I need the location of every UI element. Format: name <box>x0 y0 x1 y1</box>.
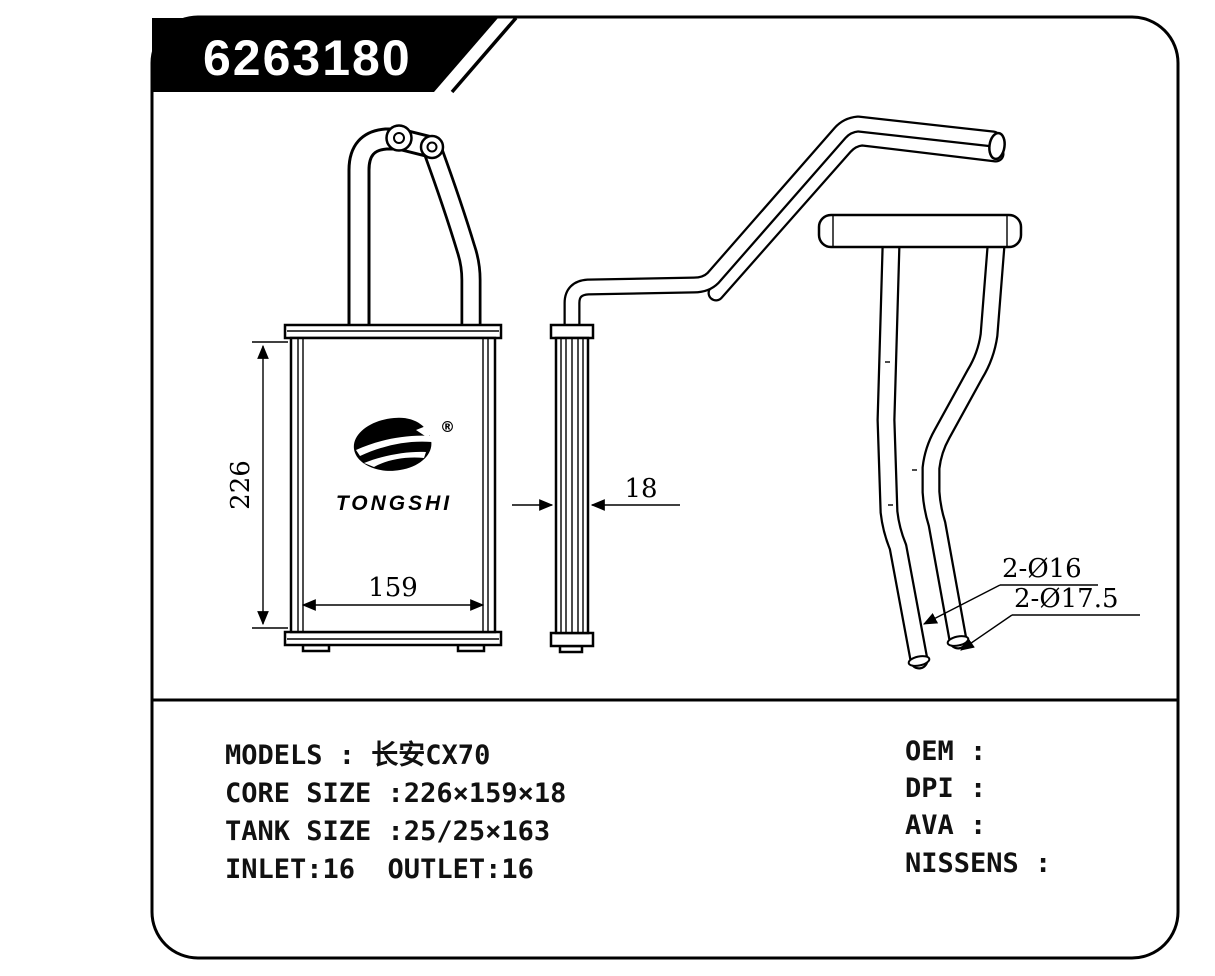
spec-nissens: NISSENS : <box>905 848 1052 879</box>
dim-width-label: 159 <box>368 573 418 603</box>
pipe-end-cut-left <box>907 655 931 667</box>
spec-core-size: CORE SIZE :226×159×18 <box>225 778 567 809</box>
dim-core-width: 159 <box>301 573 485 611</box>
sheet-frame <box>150 15 1180 960</box>
side-view-pipes <box>563 115 1006 341</box>
brand-name: TONGSHI <box>336 492 452 515</box>
dim-core-height: 226 <box>226 341 288 629</box>
spec-dpi: DPI : <box>905 773 987 804</box>
rear-view-tank <box>817 213 1023 249</box>
registered-mark: ® <box>440 418 455 436</box>
pipe-dia-small-label: 2-Ø16 <box>1002 554 1082 584</box>
part-number: 6263180 <box>203 30 412 86</box>
spec-models: MODELS : 长安CX70 <box>225 740 491 771</box>
front-view-core <box>283 323 503 653</box>
pipe-dia-large-label: 2-Ø17.5 <box>1014 584 1119 614</box>
side-view <box>549 115 1006 654</box>
pipe-open-end <box>988 131 1006 161</box>
spec-tank-size: TANK SIZE :25/25×163 <box>225 816 551 847</box>
rear-view <box>817 213 1023 670</box>
banner-shape <box>152 18 498 92</box>
dim-height-label: 226 <box>226 460 256 510</box>
dim-thickness-label: 18 <box>624 474 657 504</box>
front-view-pipes <box>347 124 482 346</box>
side-view-core <box>549 323 595 654</box>
spec-inlet-outlet: INLET:16 OUTLET:16 <box>225 854 534 885</box>
spec-oem: OEM : <box>905 736 987 767</box>
banner-accent-line <box>450 16 518 94</box>
rear-view-pipes <box>876 236 1006 670</box>
front-view: ® TONGSHI <box>283 124 503 653</box>
sheet-border <box>150 15 1180 960</box>
dim-core-thickness: 18 <box>512 474 680 511</box>
title-banner: 6263180 <box>152 16 518 94</box>
pipe-diameter-labels: 2-Ø16 2-Ø17.5 <box>922 554 1140 651</box>
spec-ava: AVA : <box>905 810 987 841</box>
tongshi-logo: ® TONGSHI <box>336 417 455 515</box>
